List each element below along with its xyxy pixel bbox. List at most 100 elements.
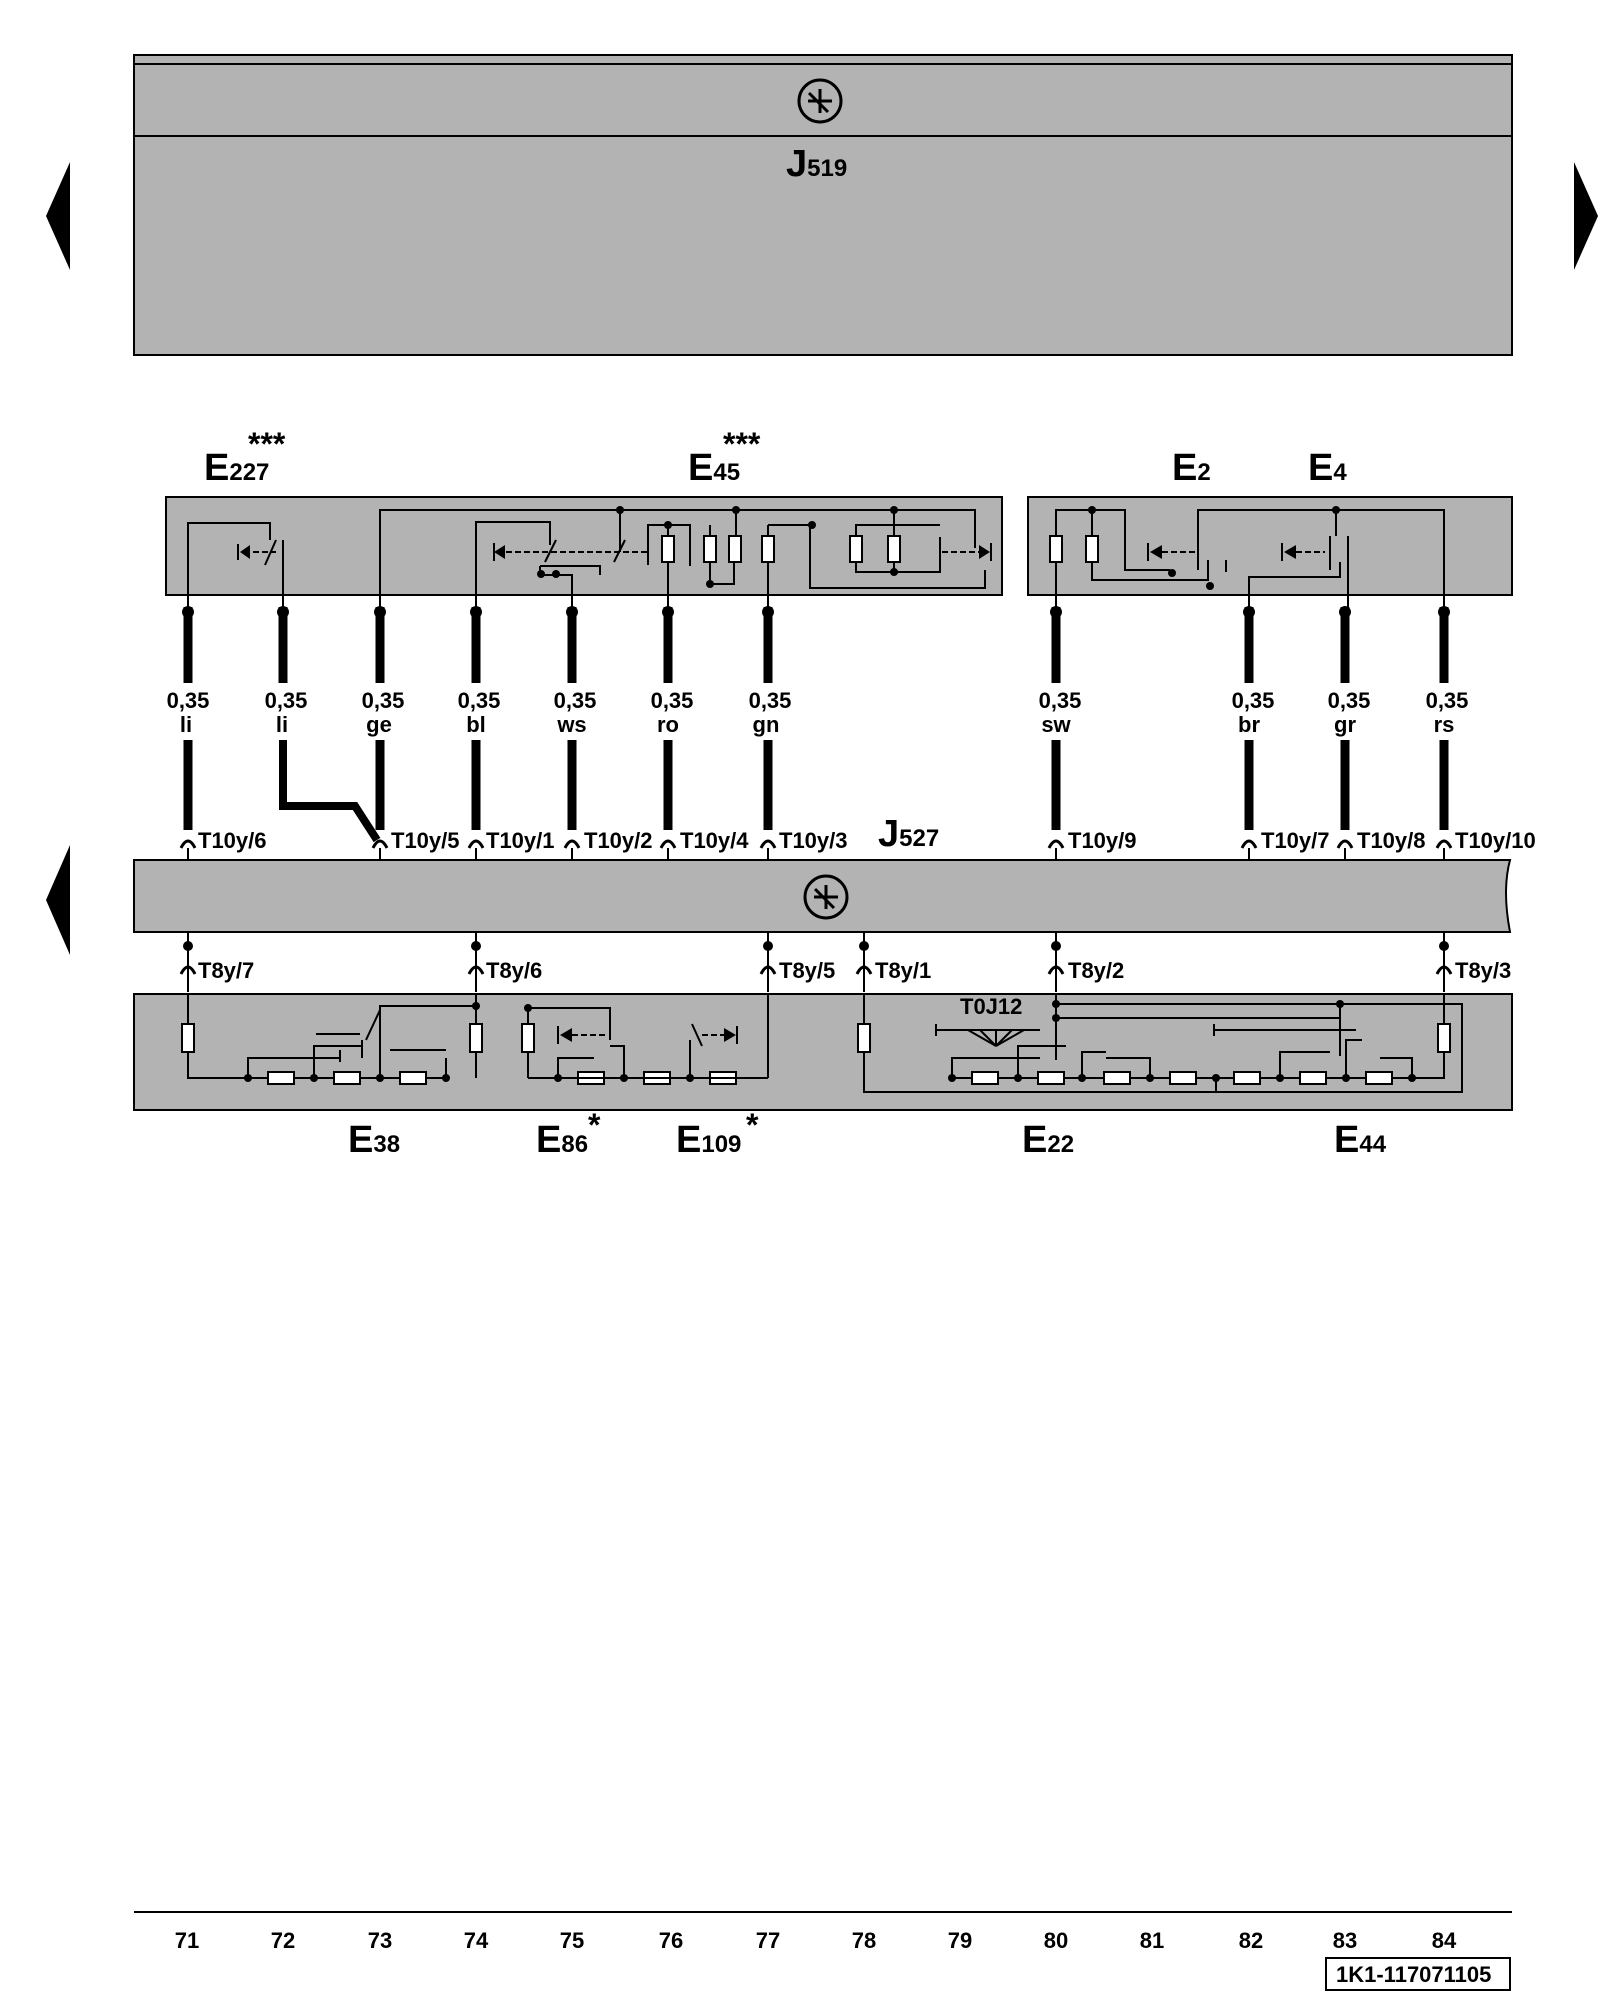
column-number: 78 (852, 1928, 876, 1953)
svg-text:E44: E44 (1334, 1119, 1387, 1161)
wire-75: 0,35 ws T10y/2 (554, 606, 653, 860)
wire-size: 0,35 (1232, 688, 1275, 713)
column-numbers: 71 72 73 74 75 76 77 78 79 80 81 82 83 8… (175, 1928, 1457, 1953)
wire-color: li (180, 712, 192, 737)
pin-label: T10y/2 (584, 828, 653, 853)
column-number: 74 (464, 1928, 489, 1953)
wire-size: 0,35 (458, 688, 501, 713)
wire-size: 0,35 (1328, 688, 1371, 713)
component-label-e44: E (1334, 1119, 1359, 1161)
doc-id-box (1325, 1957, 1511, 1991)
wire-74: 0,35 bl T10y/1 (458, 606, 555, 860)
wire-size: 0,35 (362, 688, 405, 713)
lower-pin: T8y/7 (179, 932, 254, 992)
module-label-j527: J (878, 813, 899, 855)
component-label-e227: E (204, 447, 229, 489)
svg-text:E2: E2 (1172, 447, 1211, 489)
component-sub-e86: 86 (561, 1131, 588, 1158)
module-sub-j527: 527 (899, 825, 939, 852)
column-number: 71 (175, 1928, 199, 1953)
component-label-e2: E (1172, 447, 1197, 489)
pin-label: T10y/9 (1068, 828, 1137, 853)
component-sub-e22: 22 (1047, 1131, 1074, 1158)
pin-label: T10y/3 (779, 828, 848, 853)
wire-color: ge (366, 712, 392, 737)
lower-pin: T8y/6 (467, 932, 542, 992)
svg-text:T8y/3: T8y/3 (1455, 958, 1511, 983)
column-number: 79 (948, 1928, 972, 1953)
wire-size: 0,35 (1426, 688, 1469, 713)
nav-prev-arrow-icon[interactable] (46, 162, 70, 270)
connector-label-t0j12: T0J12 (960, 994, 1022, 1019)
column-number: 73 (368, 1928, 392, 1953)
svg-text:E86: E86 (536, 1119, 588, 1161)
svg-text:E45: E45 (688, 447, 740, 489)
nav-prev-arrow-icon[interactable] (46, 845, 70, 955)
wire-color: ro (657, 712, 679, 737)
pin-label: T10y/10 (1455, 828, 1536, 853)
component-label-e38: E (348, 1119, 373, 1161)
component-sub-e4: 4 (1333, 459, 1347, 486)
wire-84: 0,35 rs T10y/10 (1426, 606, 1536, 860)
pin-label: T10y/6 (198, 828, 267, 853)
svg-text:E22: E22 (1022, 1119, 1074, 1161)
switch-box-lower: T0J12 (133, 993, 1513, 1111)
svg-text:J519: J519 (786, 143, 847, 185)
column-number: 72 (271, 1928, 295, 1953)
wire-color: gn (753, 712, 780, 737)
component-sub-e38: 38 (373, 1131, 400, 1158)
pin-label: T10y/7 (1261, 828, 1330, 853)
wire-color: br (1238, 712, 1260, 737)
svg-text:T8y/5: T8y/5 (779, 958, 835, 983)
wire-size: 0,35 (554, 688, 597, 713)
column-number: 76 (659, 1928, 683, 1953)
ground-symbol-icon (797, 78, 843, 124)
lower-pin: T8y/1 (855, 932, 931, 992)
ground-symbol-icon (803, 874, 849, 920)
wire-73: 0,35 ge T10y/5 (362, 606, 460, 860)
component-label-e86: E (536, 1119, 561, 1161)
component-label-e4: E (1308, 447, 1333, 489)
pin-label: T10y/8 (1357, 828, 1426, 853)
lower-pin-group: T8y/7 T8y/6 T8y/5 T8y/1 T8y/2 (179, 932, 1511, 992)
svg-text:J527: J527 (878, 813, 939, 855)
nav-next-arrow-icon[interactable] (1574, 162, 1598, 270)
wire-color: sw (1041, 712, 1071, 737)
wire-77: 0,35 gn T10y/3 (749, 606, 848, 860)
svg-text:E38: E38 (348, 1119, 400, 1161)
column-number: 83 (1333, 1928, 1357, 1953)
component-label-e22: E (1022, 1119, 1047, 1161)
wire-jog-72-73 (279, 740, 381, 843)
wire-size: 0,35 (1039, 688, 1082, 713)
component-sub-e45: 45 (713, 459, 740, 486)
wire-group: 0,35 li T10y/6 0,35 li 0,35 ge T10y/5 (167, 606, 1536, 860)
wire-size: 0,35 (651, 688, 694, 713)
component-mark-e45: *** (723, 426, 761, 462)
pin-label: T10y/5 (391, 828, 460, 853)
pin-label: T10y/1 (486, 828, 555, 853)
column-number: 80 (1044, 1928, 1068, 1953)
svg-text:T8y/2: T8y/2 (1068, 958, 1124, 983)
wire-71: 0,35 li T10y/6 (167, 606, 267, 860)
module-label-j519: J (786, 143, 807, 185)
component-sub-e44: 44 (1359, 1131, 1386, 1158)
doc-id: 1K1-117071105 (1336, 1962, 1491, 1987)
svg-text:E109: E109 (676, 1119, 741, 1161)
module-j519: J519 (133, 54, 1513, 356)
switch-box-e227-e45 (165, 496, 1003, 607)
lower-pin: T8y/5 (759, 932, 835, 992)
component-mark-e227: *** (248, 426, 286, 462)
wire-83: 0,35 gr T10y/8 (1328, 606, 1426, 860)
wire-72: 0,35 li (265, 606, 307, 737)
wire-76: 0,35 ro T10y/4 (651, 606, 749, 860)
component-sub-e227: 227 (229, 459, 269, 486)
svg-text:E227: E227 (204, 447, 269, 489)
wire-82: 0,35 br T10y/7 (1232, 606, 1330, 860)
wire-size: 0,35 (749, 688, 792, 713)
svg-text:T8y/6: T8y/6 (486, 958, 542, 983)
component-label-e109: E (676, 1119, 701, 1161)
wire-color: ws (556, 712, 586, 737)
svg-text:T8y/7: T8y/7 (198, 958, 254, 983)
wire-size: 0,35 (167, 688, 210, 713)
